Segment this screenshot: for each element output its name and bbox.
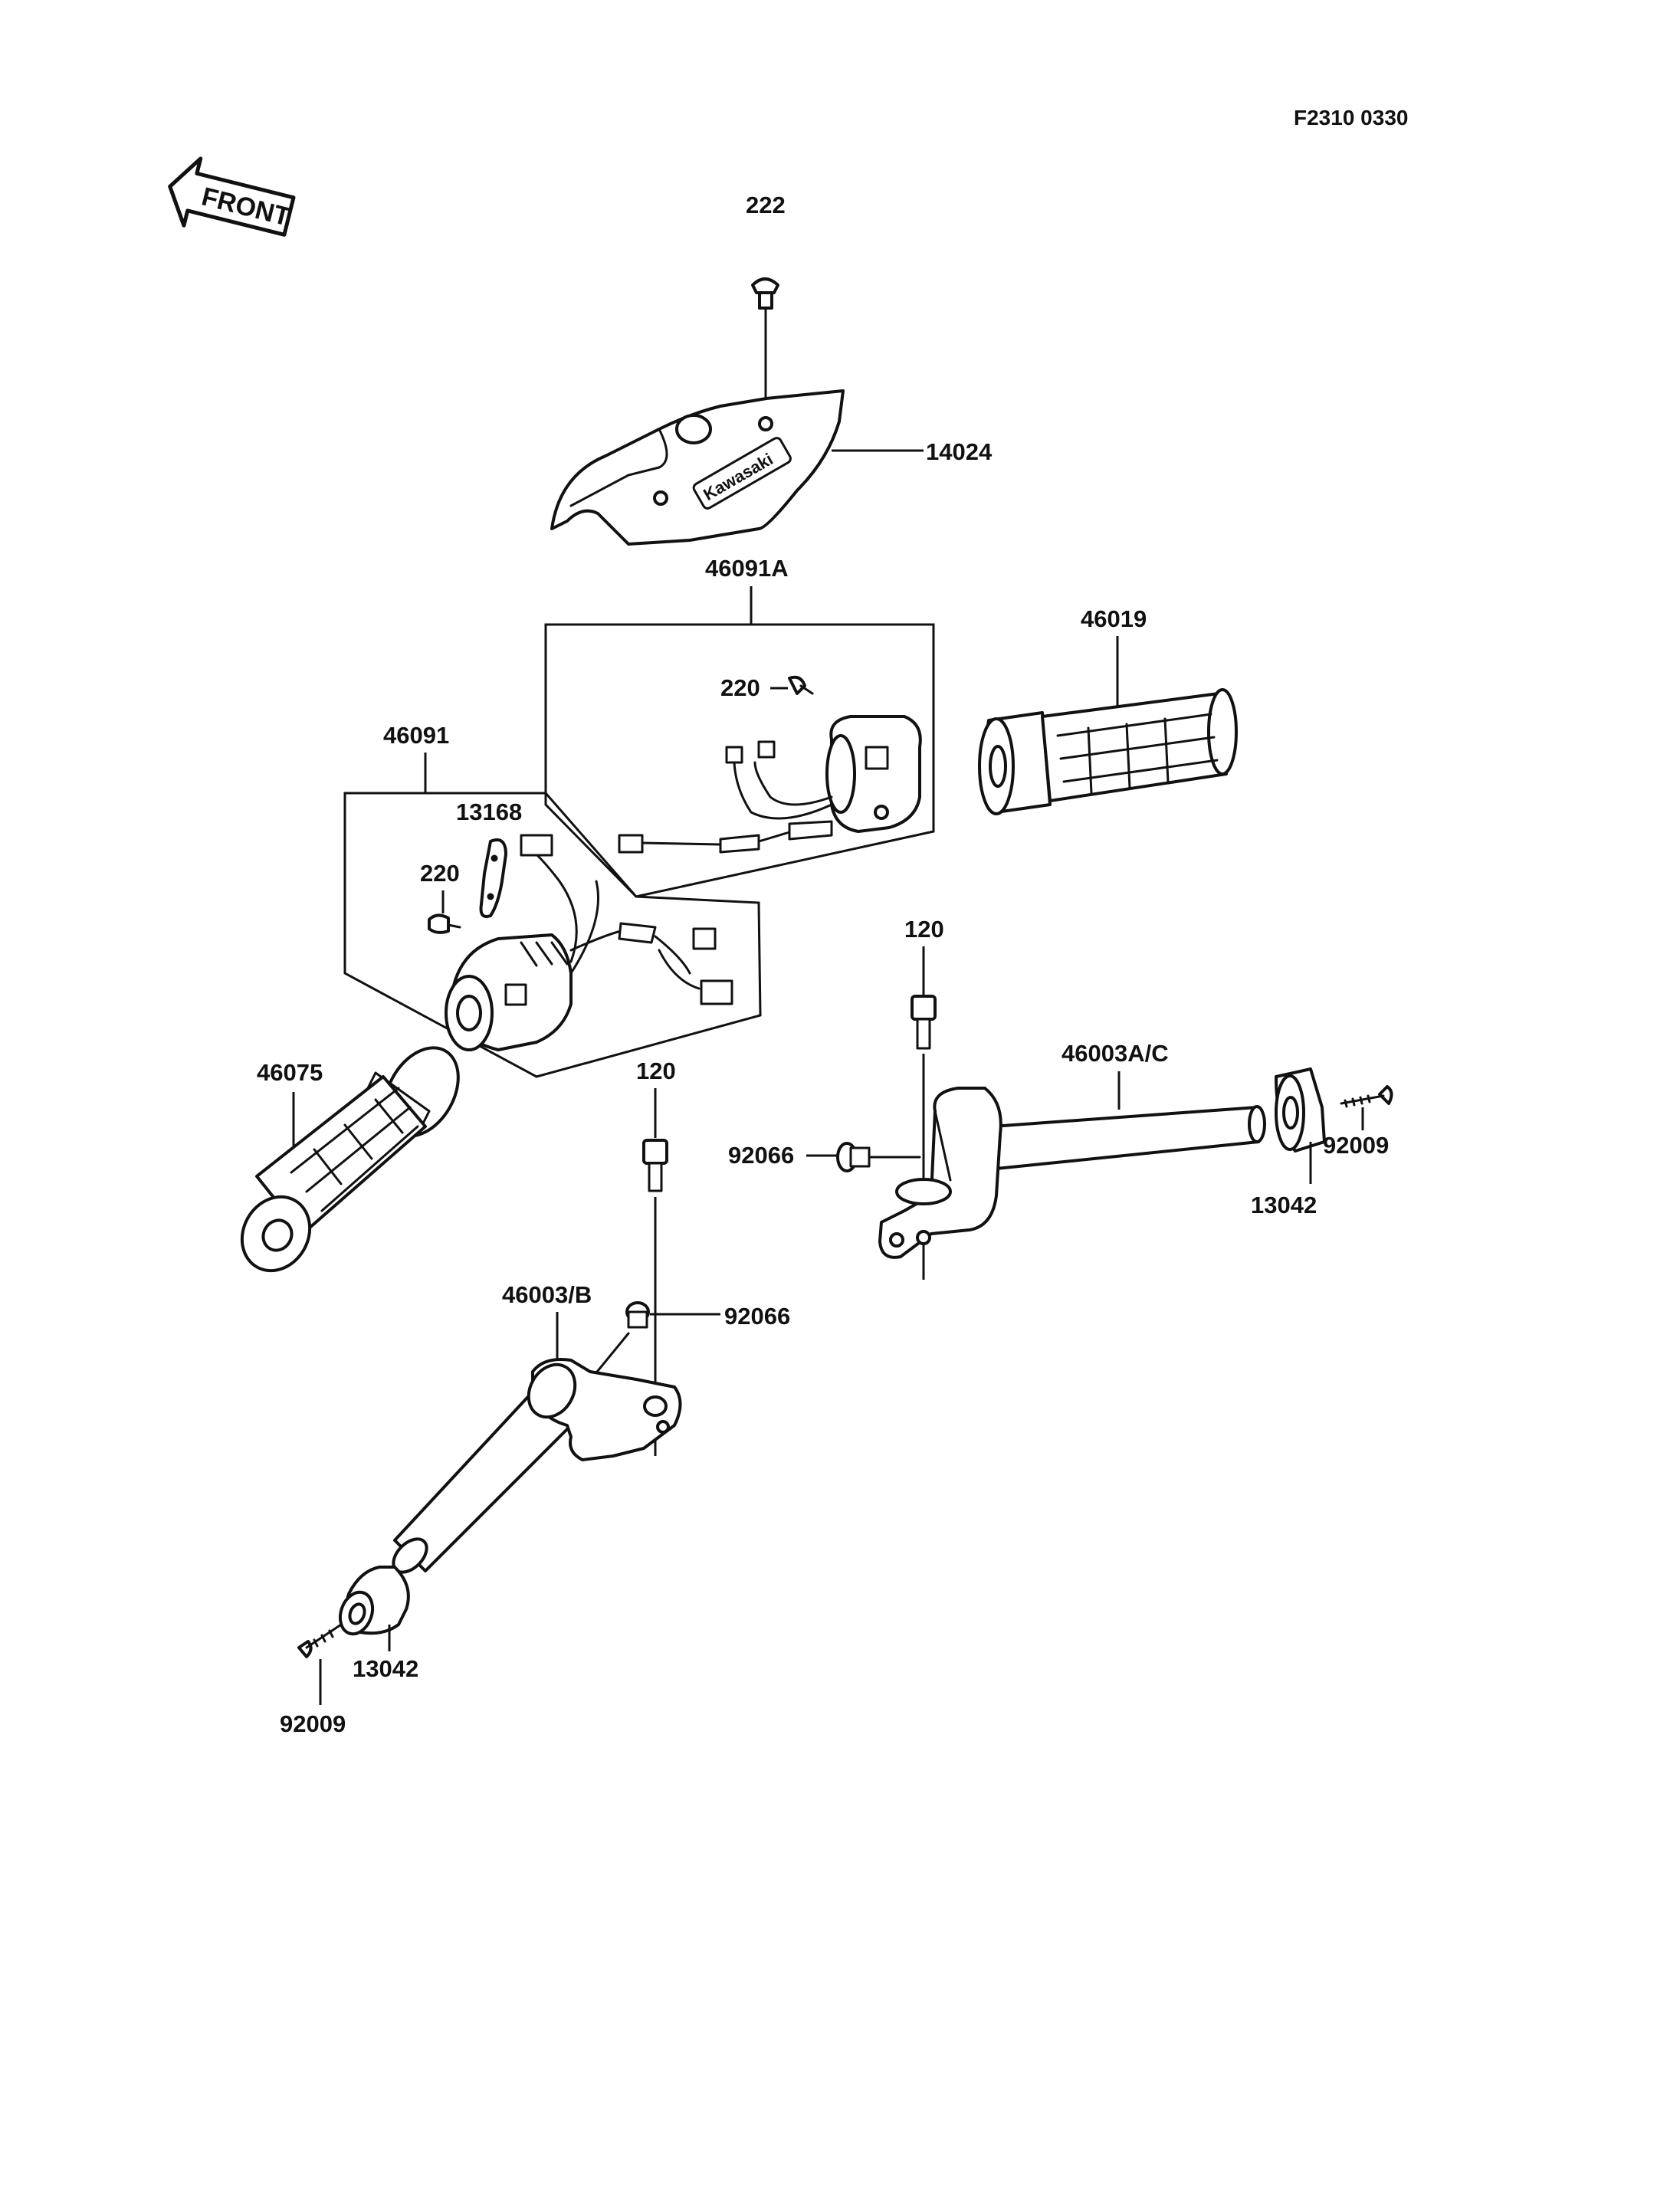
screw-220-a-icon	[788, 675, 814, 695]
front-arrow-icon: FRONT	[168, 156, 296, 237]
screw-220-b-icon	[428, 913, 461, 934]
bar-end-weight-13042-b-icon	[338, 1566, 410, 1636]
label-120-b: 120	[636, 1058, 676, 1084]
label-46003b: 46003/B	[502, 1281, 592, 1308]
label-46091: 46091	[383, 722, 449, 749]
label-14024: 14024	[926, 438, 993, 465]
label-220-b: 220	[420, 860, 460, 887]
label-92009-b: 92009	[280, 1710, 346, 1737]
label-92009-a: 92009	[1323, 1132, 1389, 1159]
figure-code: F2310 0330	[1294, 106, 1408, 130]
label-120-a: 120	[904, 916, 944, 943]
screw-92009-a-icon	[1340, 1085, 1393, 1108]
switch-46091-box	[343, 792, 762, 1078]
right-grip-46019-icon	[978, 688, 1238, 815]
plug-92066-b-icon	[625, 1301, 650, 1329]
left-switch-housing-icon	[445, 834, 733, 1051]
label-92066-b: 92066	[724, 1303, 790, 1330]
handlebar-cover-14024-icon: Kawasaki	[550, 389, 845, 546]
plate-13168-icon	[479, 838, 507, 918]
handlebar-46003ac-icon	[878, 1087, 1266, 1259]
label-220-a: 220	[720, 674, 760, 701]
bar-end-weight-13042-a-icon	[1275, 1067, 1326, 1153]
screw-92009-b-icon	[297, 1623, 343, 1658]
label-46003ac: 46003A/C	[1061, 1040, 1169, 1067]
screw-222-icon	[751, 277, 779, 418]
label-13042-a: 13042	[1251, 1192, 1317, 1218]
left-grip-46075-icon	[240, 1046, 460, 1273]
label-46075: 46075	[257, 1059, 323, 1086]
label-13168: 13168	[456, 798, 522, 825]
label-46019: 46019	[1081, 605, 1147, 632]
label-222: 222	[746, 192, 786, 218]
label-46091a: 46091A	[705, 555, 789, 582]
switch-46091a-box	[544, 623, 935, 898]
label-92066-a: 92066	[728, 1142, 794, 1169]
plug-92066-a-icon	[836, 1142, 921, 1172]
label-13042-b: 13042	[353, 1655, 418, 1682]
right-switch-housing-icon	[618, 715, 922, 854]
handlebar-46003b-icon	[392, 1358, 682, 1574]
